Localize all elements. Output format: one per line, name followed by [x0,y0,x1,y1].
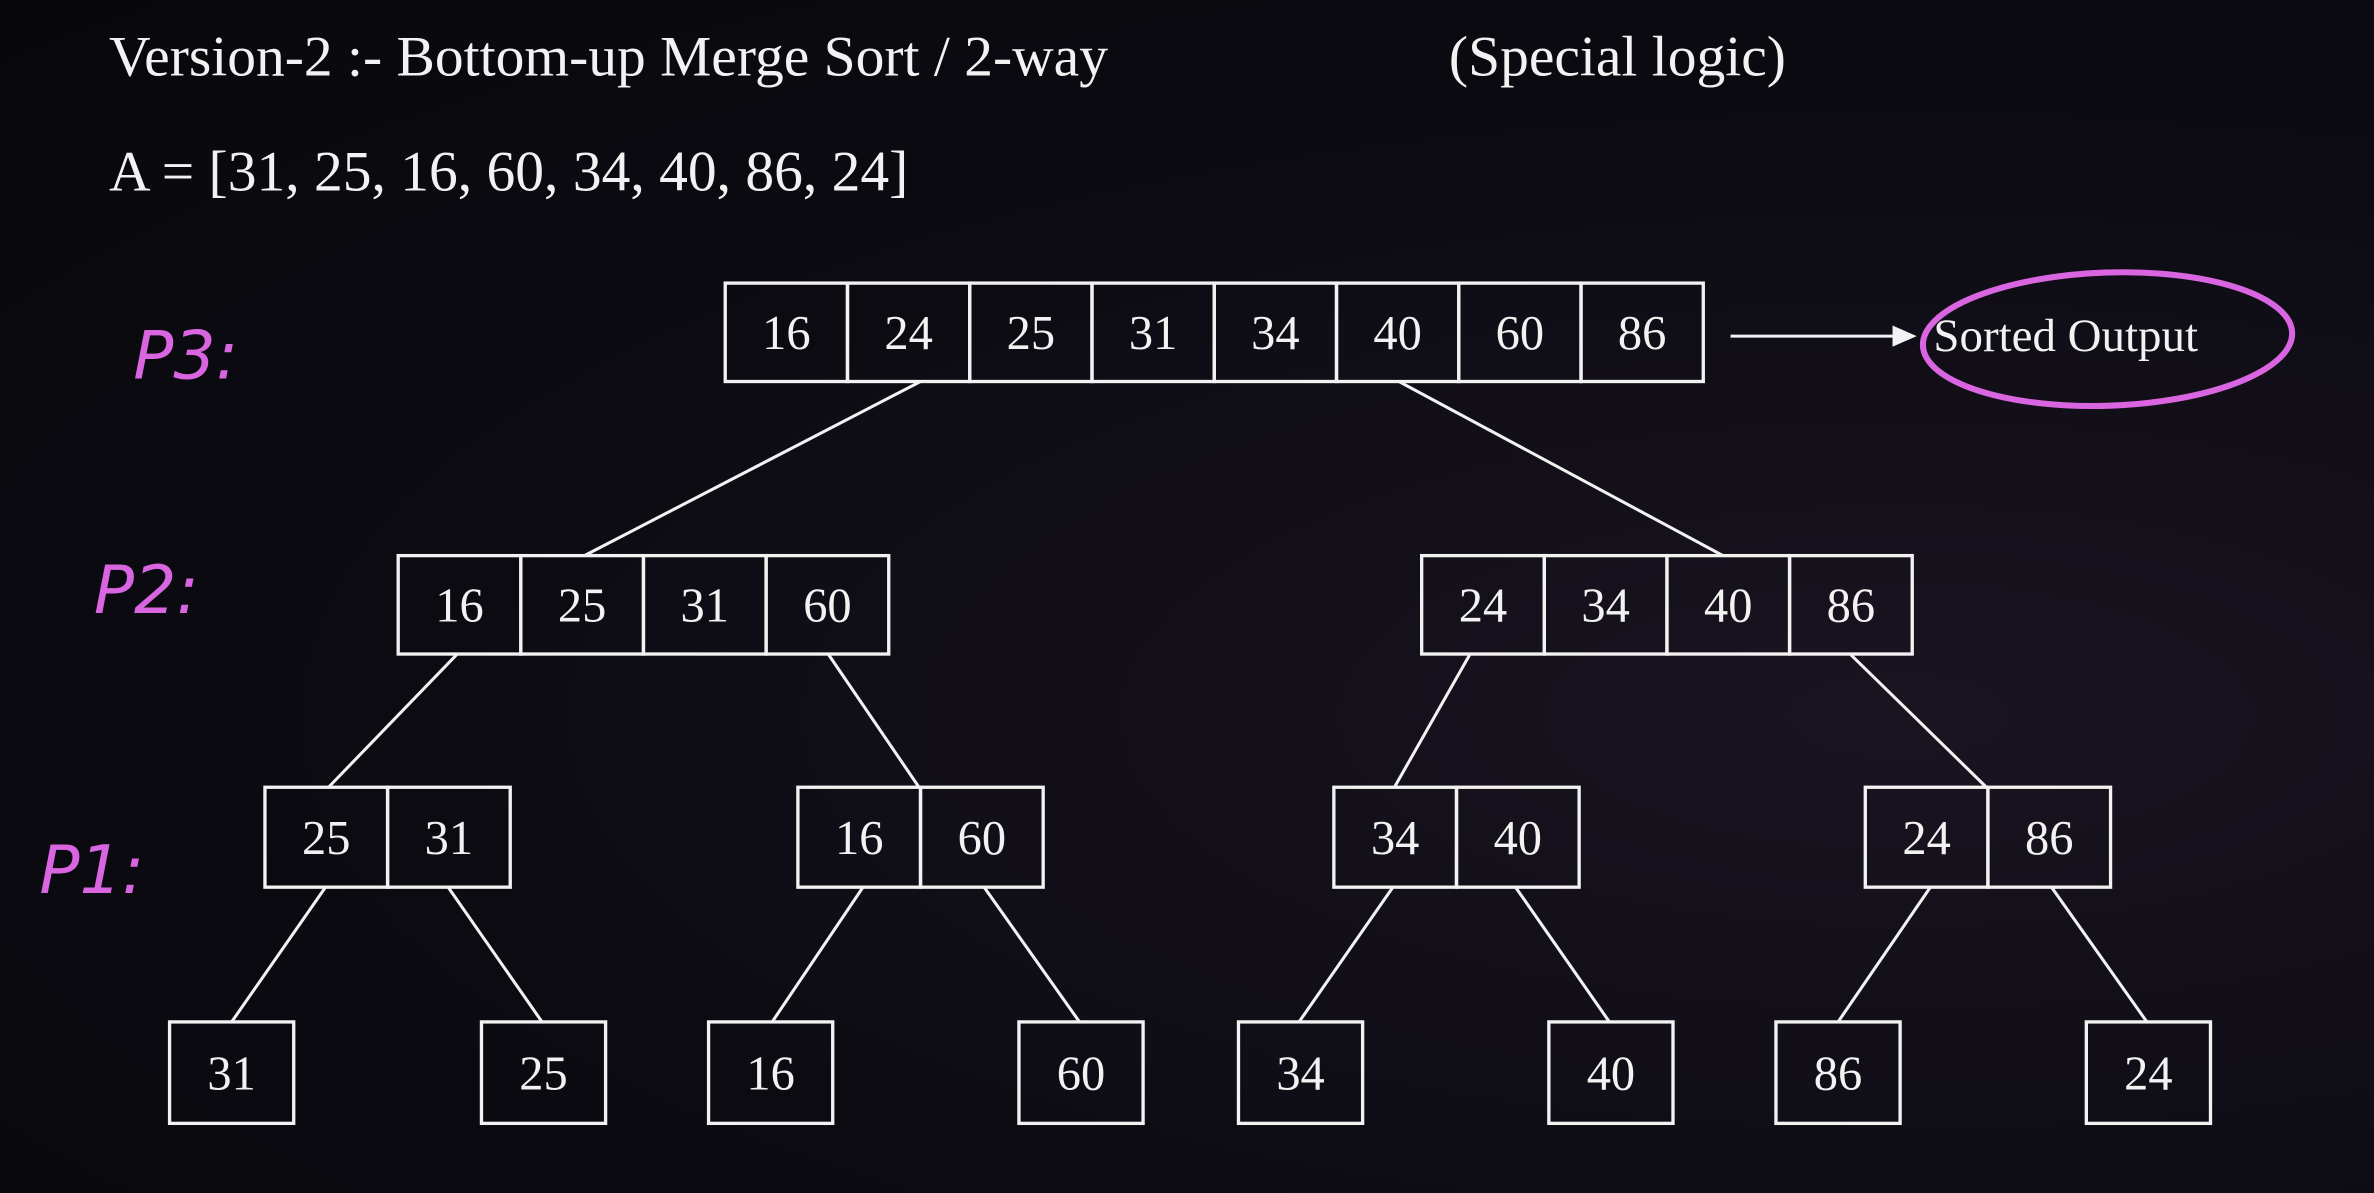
cell-value: 25 [302,812,350,865]
tree-edge [1297,886,1395,1023]
cell-value: 25 [558,579,606,632]
tree-edge [230,886,327,1023]
tree-edge [770,886,865,1023]
tree-edge [1836,886,1932,1023]
pass-label-p1: P1: [39,831,144,909]
array-cell [1986,785,2113,889]
pass-label-p3: P3: [133,316,238,394]
handwritten-circle [1919,269,2296,410]
array-cell [764,553,891,656]
tree-edge [2050,886,2149,1023]
cell-value: 31 [1129,307,1177,360]
tree-edge [583,380,922,557]
tree-edge [826,653,921,789]
cell-value: 34 [1276,1047,1324,1100]
tree-edge [446,886,544,1023]
cell-value: 86 [1814,1047,1862,1100]
cell-value: 16 [746,1047,794,1100]
array-cell [1017,1020,1145,1126]
cell-value: 40 [1587,1047,1635,1100]
cell-value: 86 [1618,307,1666,360]
array-cell [1547,1020,1675,1126]
cell-value: 60 [1496,307,1544,360]
cell-value: 25 [1007,307,1055,360]
cell-value: 34 [1251,307,1299,360]
cell-value: 60 [803,579,851,632]
cell-value: 24 [1902,812,1950,865]
tree-edge [1398,380,1724,557]
cell-value: 24 [884,307,932,360]
cell-value: 16 [835,812,883,865]
array-cell [479,1020,608,1126]
sorted-output-label: Sorted Output [1933,310,2198,362]
array-cell [1454,785,1581,889]
array-cell [706,1020,835,1126]
tree-edge [1849,652,1988,789]
array-cell [1579,281,1705,384]
cell-value: 31 [207,1047,255,1100]
tree-edge [1514,886,1611,1023]
tree-edge [327,652,459,789]
cell-value: 60 [958,812,1006,865]
cell-value: 86 [1827,579,1875,632]
cell-value: 40 [1704,579,1752,632]
tree-edge [1393,653,1472,789]
tree-edge [982,886,1081,1023]
cell-value: 31 [681,579,729,632]
cell-value: 25 [519,1047,567,1100]
cell-value: 16 [435,579,483,632]
cell-value: 60 [1057,1047,1105,1100]
cell-value: 16 [762,307,810,360]
input-array-text: A = [31, 25, 16, 60, 34, 40, 86, 24] [109,141,908,204]
merge-tree: 16 24 25 31 34 40 60 86 16 25 31 60 24 34 40 86 25 31 16 60… [167,281,2213,1126]
slide-subtitle: (Special logic) [1449,26,1786,89]
pass-label-p2: P2: [94,551,199,629]
cell-value: 40 [1494,812,1542,865]
sorted-output-arrow [1730,325,1917,347]
slide-title: Version-2 :- Bottom-up Merge Sort / 2-wa… [109,26,1108,89]
cell-value: 24 [2124,1047,2172,1100]
cell-value: 34 [1371,812,1419,865]
cell-value: 34 [1581,579,1629,632]
array-cell [2084,1020,2213,1126]
cell-value: 86 [2025,812,2073,865]
cell-value: 40 [1373,307,1421,360]
cell-value: 24 [1459,579,1507,632]
cell-value: 31 [425,812,473,865]
array-cell [918,785,1045,889]
